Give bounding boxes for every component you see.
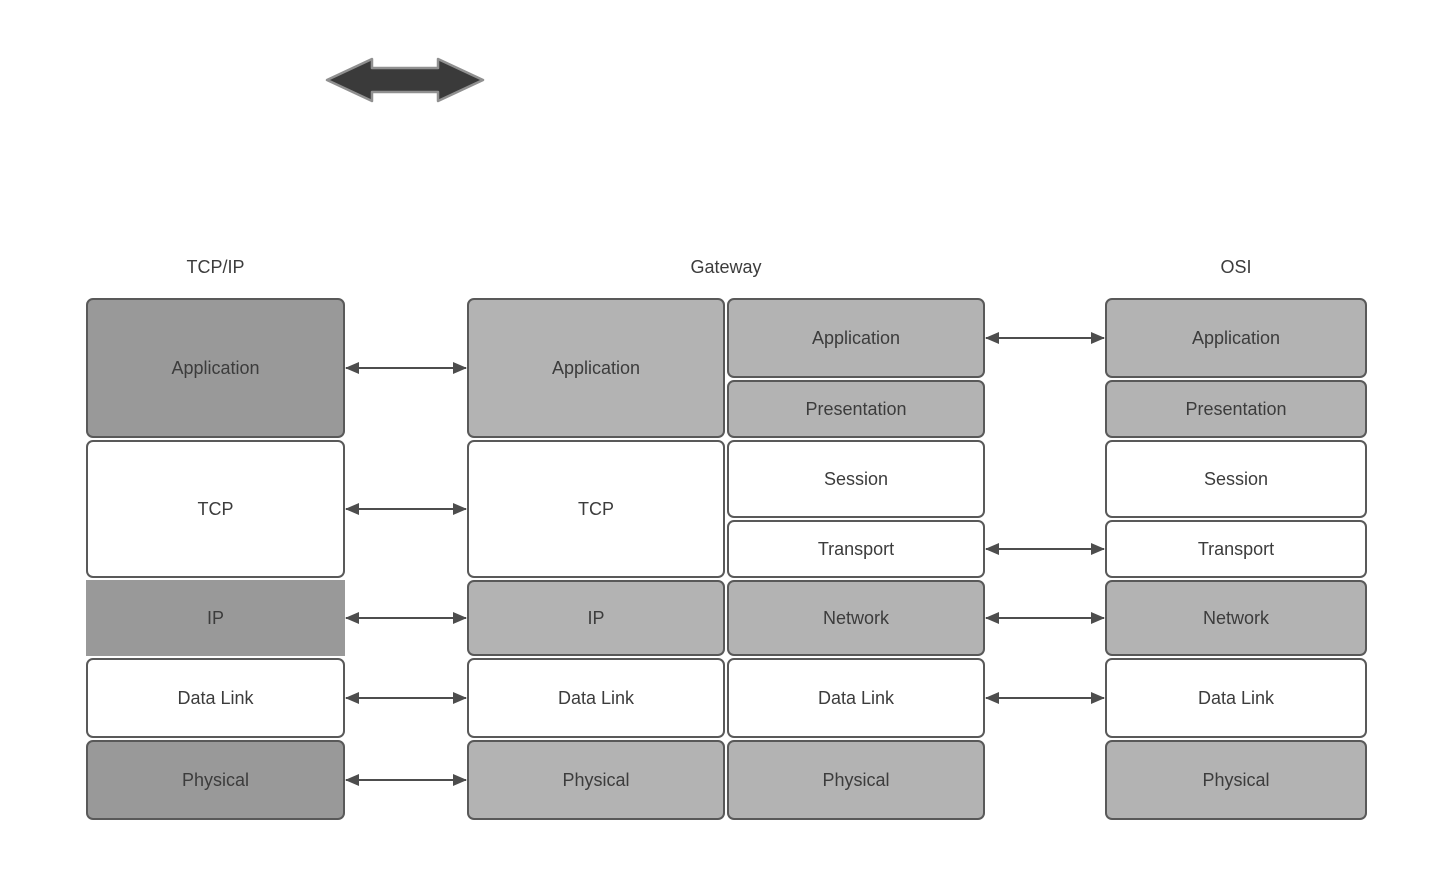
gateway-left-layer-tcp: TCP bbox=[467, 440, 725, 578]
layer-label: Application bbox=[171, 357, 260, 378]
arrowhead-left-icon bbox=[985, 612, 999, 624]
tcpip-layer-tcp: TCP bbox=[86, 440, 345, 578]
tcpip-layer-application: Application bbox=[86, 298, 345, 438]
osi-column-header: OSI bbox=[1220, 256, 1252, 277]
gateway-right-layer-session: Session bbox=[727, 440, 985, 518]
layer-label: Data Link bbox=[1197, 687, 1275, 708]
layer-label: Application bbox=[811, 327, 901, 348]
osi-layer-application: Application bbox=[1105, 298, 1367, 378]
arrow-gateway-osi-network bbox=[985, 612, 1105, 624]
layer-label: Physical bbox=[822, 769, 890, 790]
arrowhead-right-icon bbox=[453, 503, 467, 515]
layer-label: Session bbox=[823, 468, 889, 489]
arrowhead-right-icon bbox=[453, 692, 467, 704]
arrowhead-left-icon bbox=[345, 362, 359, 374]
gateway-right-layer-physical: Physical bbox=[727, 740, 985, 820]
layer-label: Physical bbox=[1202, 769, 1270, 790]
gateway-left-layer-ip: IP bbox=[467, 580, 725, 656]
gateway-right-layer-network: Network bbox=[727, 580, 985, 656]
arrowhead-right-icon bbox=[453, 362, 467, 374]
gateway-right-layer-presentation: Presentation bbox=[727, 380, 985, 438]
layer-label: Data Link bbox=[177, 687, 254, 708]
osi-layer-physical: Physical bbox=[1105, 740, 1367, 820]
arrowhead-left-icon bbox=[345, 774, 359, 786]
arrow-gateway-osi-data-link bbox=[985, 692, 1105, 704]
arrow-gateway-osi-transport bbox=[985, 543, 1105, 555]
layer-label: Transport bbox=[1197, 538, 1275, 559]
arrowhead-right-icon bbox=[453, 774, 467, 786]
arrowhead-right-icon bbox=[1091, 692, 1105, 704]
layer-label: Application bbox=[551, 357, 641, 378]
layer-label: Application bbox=[1191, 327, 1281, 348]
layer-label: Transport bbox=[817, 538, 895, 559]
arrowhead-left-icon bbox=[985, 543, 999, 555]
osi-layer-data-link: Data Link bbox=[1105, 658, 1367, 738]
arrowhead-right-icon bbox=[1091, 612, 1105, 624]
arrowhead-left-icon bbox=[345, 692, 359, 704]
arrow-gateway-osi-application bbox=[985, 332, 1105, 344]
osi-layer-transport: Transport bbox=[1105, 520, 1367, 578]
layer-label: Physical bbox=[562, 769, 630, 790]
layer-label: TCP bbox=[197, 498, 234, 519]
osi-layer-presentation: Presentation bbox=[1105, 380, 1367, 438]
layer-label: Network bbox=[822, 607, 889, 628]
gateway-left-layer-physical: Physical bbox=[467, 740, 725, 820]
layer-label: IP bbox=[587, 607, 605, 628]
tcpip-column-header: TCP/IP bbox=[186, 256, 245, 277]
osi-layer-network: Network bbox=[1105, 580, 1367, 656]
arrowhead-left-icon bbox=[985, 692, 999, 704]
gateway-right-layer-data-link: Data Link bbox=[727, 658, 985, 738]
arrowhead-left-icon bbox=[985, 332, 999, 344]
layer-label: Data Link bbox=[557, 687, 635, 708]
arrow-tcpip-gateway-data-link bbox=[345, 692, 467, 704]
osi-layer-session: Session bbox=[1105, 440, 1367, 518]
layer-label: Physical bbox=[181, 769, 250, 790]
tcpip-layer-data-link: Data Link bbox=[86, 658, 345, 738]
arrowhead-right-icon bbox=[1091, 332, 1105, 344]
layer-label: Presentation bbox=[1185, 398, 1287, 419]
arrowhead-right-icon bbox=[1091, 543, 1105, 555]
layer-label: Network bbox=[1202, 607, 1269, 628]
layer-label: Presentation bbox=[805, 398, 907, 419]
layer-label: TCP bbox=[578, 498, 614, 519]
arrow-tcpip-gateway-tcp bbox=[345, 503, 467, 515]
layer-label: Data Link bbox=[817, 687, 895, 708]
gateway-left-layer-data-link: Data Link bbox=[467, 658, 725, 738]
gateway-left-layer-application: Application bbox=[467, 298, 725, 438]
arrowhead-left-icon bbox=[345, 612, 359, 624]
layer-label: Session bbox=[1203, 468, 1269, 489]
gateway-right-layer-transport: Transport bbox=[727, 520, 985, 578]
tcpip-layer-ip: IP bbox=[86, 580, 345, 656]
arrowhead-right-icon bbox=[453, 612, 467, 624]
arrow-tcpip-gateway-ip bbox=[345, 612, 467, 624]
double-headed-arrow-icon bbox=[325, 57, 485, 103]
arrow-tcpip-gateway-application bbox=[345, 362, 467, 374]
layer-label: IP bbox=[206, 607, 224, 628]
arrowhead-left-icon bbox=[345, 503, 359, 515]
gateway-column-header: Gateway bbox=[690, 256, 762, 277]
gateway-right-layer-application: Application bbox=[727, 298, 985, 378]
tcpip-layer-physical: Physical bbox=[86, 740, 345, 820]
arrow-tcpip-gateway-physical bbox=[345, 774, 467, 786]
